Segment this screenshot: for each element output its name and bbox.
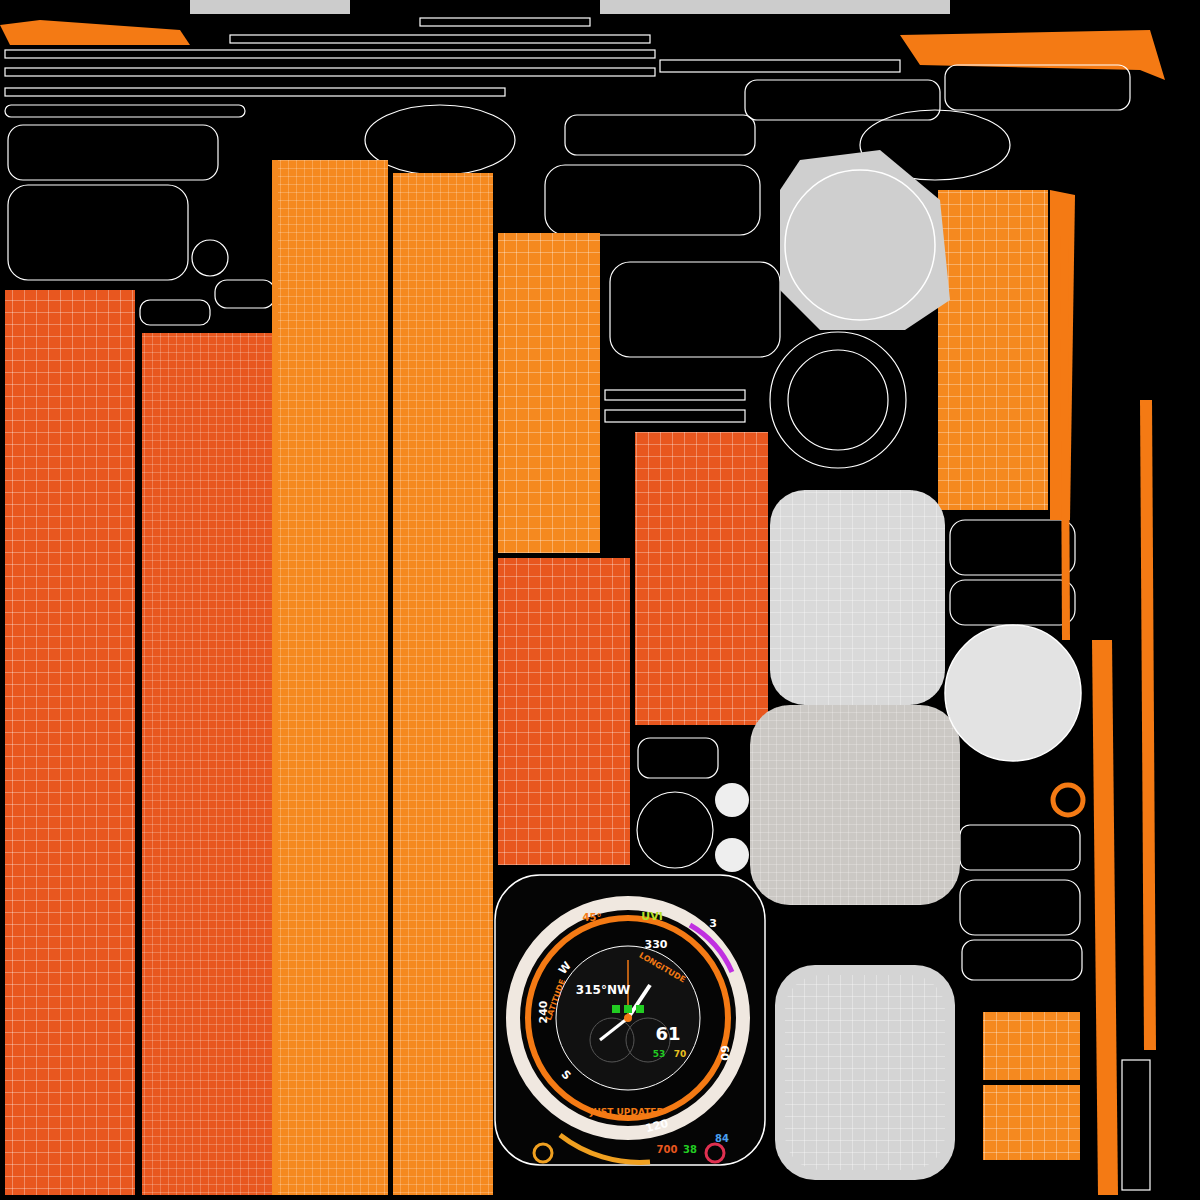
dial-text: 53 xyxy=(653,1050,666,1059)
dial-text: 70 xyxy=(674,1050,687,1059)
dial-text: 3 xyxy=(709,918,717,929)
dial-text: LONGITUDE xyxy=(638,952,687,985)
dial-text: 84 xyxy=(715,1134,729,1144)
dial-text: LATITUDE xyxy=(545,978,567,1021)
dial-text: UVI xyxy=(641,911,663,922)
dial-text: 60 xyxy=(719,1045,730,1060)
dial-text: 61 xyxy=(655,1025,680,1043)
dial-text: W xyxy=(557,960,573,976)
dial-text: 38 xyxy=(683,1145,697,1155)
dial-text: 120 xyxy=(644,1118,669,1135)
dial-text: 315°NW xyxy=(576,984,630,996)
dial-text: JUST UPDATED xyxy=(590,1108,664,1117)
dial-text: 700 xyxy=(657,1145,678,1155)
dial-text: S xyxy=(559,1068,572,1081)
dial-text: 45° xyxy=(583,913,602,923)
dial-text: 330 xyxy=(645,939,668,950)
